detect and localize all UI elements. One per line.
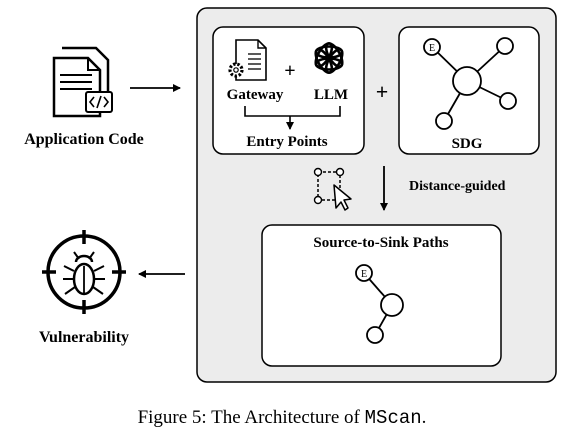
application-code-label: Application Code [24, 131, 144, 148]
path-node [380, 293, 404, 317]
caption-prefix: Figure 5: The Architecture of [138, 407, 365, 428]
document-code-icon [52, 46, 113, 118]
sdg-node [499, 92, 517, 110]
caption-system-name: MScan [365, 407, 422, 429]
entry-points-label: Entry Points [246, 134, 327, 150]
sdg-graph-icon [423, 37, 517, 130]
sdg-entry-letter: E [429, 43, 435, 54]
graph-cursor-icon [313, 167, 352, 211]
llm-label: LLM [314, 87, 348, 103]
path-node [366, 326, 384, 344]
sdg-node [496, 37, 514, 55]
plus-sign-inner: + [284, 60, 295, 82]
path-entry-letter: E [361, 269, 367, 280]
llm-icon [314, 42, 344, 74]
gateway-icon [228, 39, 267, 81]
merge-bracket [244, 106, 341, 117]
plus-sign-outer: + [376, 79, 389, 104]
sdg-node [435, 112, 453, 130]
path-graph-icon [355, 264, 404, 344]
gateway-label: Gateway [227, 87, 284, 103]
source-to-sink-box [261, 224, 502, 367]
vulnerability-label: Vulnerability [39, 329, 129, 346]
source-to-sink-title: Source-to-Sink Paths [313, 235, 448, 251]
caption-suffix: . [422, 407, 427, 428]
sdg-hub-node [452, 66, 482, 96]
figure-caption: Figure 5: The Architecture of MScan. [138, 407, 427, 429]
sdg-entry-node [423, 38, 441, 56]
distance-guided-label: Distance-guided [409, 179, 506, 194]
path-entry-node [355, 264, 373, 282]
bug-target-icon [42, 230, 126, 314]
sdg-label: SDG [452, 136, 483, 152]
